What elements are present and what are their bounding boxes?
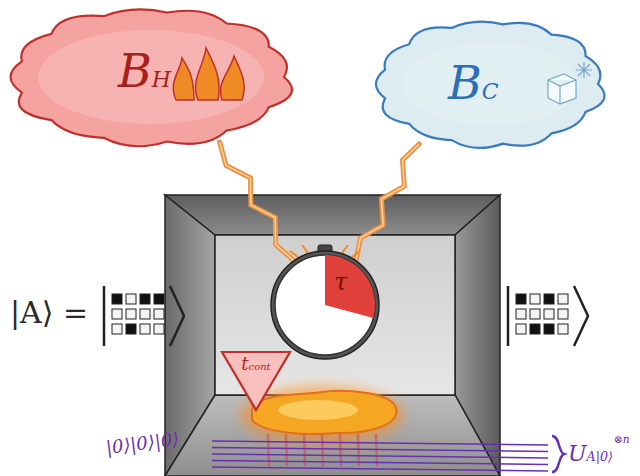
bit-square (516, 324, 526, 334)
lightning-core (220, 142, 294, 261)
cloud-sheen (402, 42, 578, 126)
bit-square (516, 294, 526, 304)
heat-line (340, 434, 341, 466)
flame (221, 56, 245, 100)
node-label: τ (334, 269, 347, 295)
lightning-bolt (220, 142, 294, 261)
bit-square (530, 294, 540, 304)
bit-square (140, 324, 150, 334)
watch-rim (271, 251, 379, 359)
qubit-line (212, 467, 548, 471)
ket-grid-left (104, 286, 184, 346)
cold-bath-cloud: BC (372, 14, 608, 154)
lightning-connector (220, 142, 294, 261)
hot-bath-cloud: BH (8, 2, 294, 152)
watch-face (275, 255, 375, 355)
bit-square (126, 294, 136, 304)
qubit-line (212, 448, 548, 452)
brace (552, 436, 564, 472)
box-top (165, 195, 500, 235)
bit-square (558, 309, 568, 319)
unitary-label: UA|0⟩ (568, 442, 613, 466)
lightning-core (356, 144, 419, 261)
node-label: BC (448, 58, 499, 109)
bit-square (530, 309, 540, 319)
bit-square (112, 324, 122, 334)
bit-square (126, 324, 136, 334)
bit-square (558, 294, 568, 304)
cloud-shape (376, 22, 605, 148)
bit-square (154, 294, 164, 304)
qubit-line (212, 461, 548, 465)
node-label: tcont (241, 354, 270, 374)
ket-grid-right (508, 286, 588, 346)
contact-triangle: tcont (220, 350, 292, 412)
bit-square (154, 309, 164, 319)
cloud-shape (11, 9, 292, 146)
heat-blob (252, 391, 396, 434)
tensor-power: ⊗n (614, 434, 630, 446)
stopwatch-outline (268, 243, 383, 363)
bit-square (516, 309, 526, 319)
bit-square (544, 294, 554, 304)
contact-triangle-outline (220, 350, 292, 412)
heat-core (278, 400, 358, 420)
bit-square (112, 309, 122, 319)
bit-square (112, 294, 122, 304)
bit-square (544, 324, 554, 334)
time-wedge (325, 255, 375, 318)
ice-cube (548, 74, 576, 104)
bit-square (140, 309, 150, 319)
ket-bar (103, 286, 106, 346)
ket-bar (507, 286, 510, 346)
ket-angle (170, 286, 184, 346)
bit-square (558, 324, 568, 334)
cloud-sheen (38, 30, 264, 124)
box-back (215, 235, 455, 395)
bit-square (544, 309, 554, 319)
bit-square (530, 324, 540, 334)
qubit-line (212, 454, 548, 458)
triangle-shape (222, 352, 290, 410)
bit-square (140, 294, 150, 304)
snowflake (576, 62, 592, 78)
state-label: |A⟩ = (10, 296, 88, 329)
qubit-line (212, 441, 548, 445)
node-label: BH (118, 46, 171, 97)
flame (173, 58, 194, 100)
stopwatch: τ (268, 243, 383, 363)
lightning-bolt (356, 144, 419, 261)
bit-square (126, 309, 136, 319)
lightning-connector (356, 144, 419, 261)
flame (196, 48, 220, 100)
qubit-lines (212, 441, 548, 471)
ket-angle (574, 286, 588, 346)
bit-square (154, 324, 164, 334)
